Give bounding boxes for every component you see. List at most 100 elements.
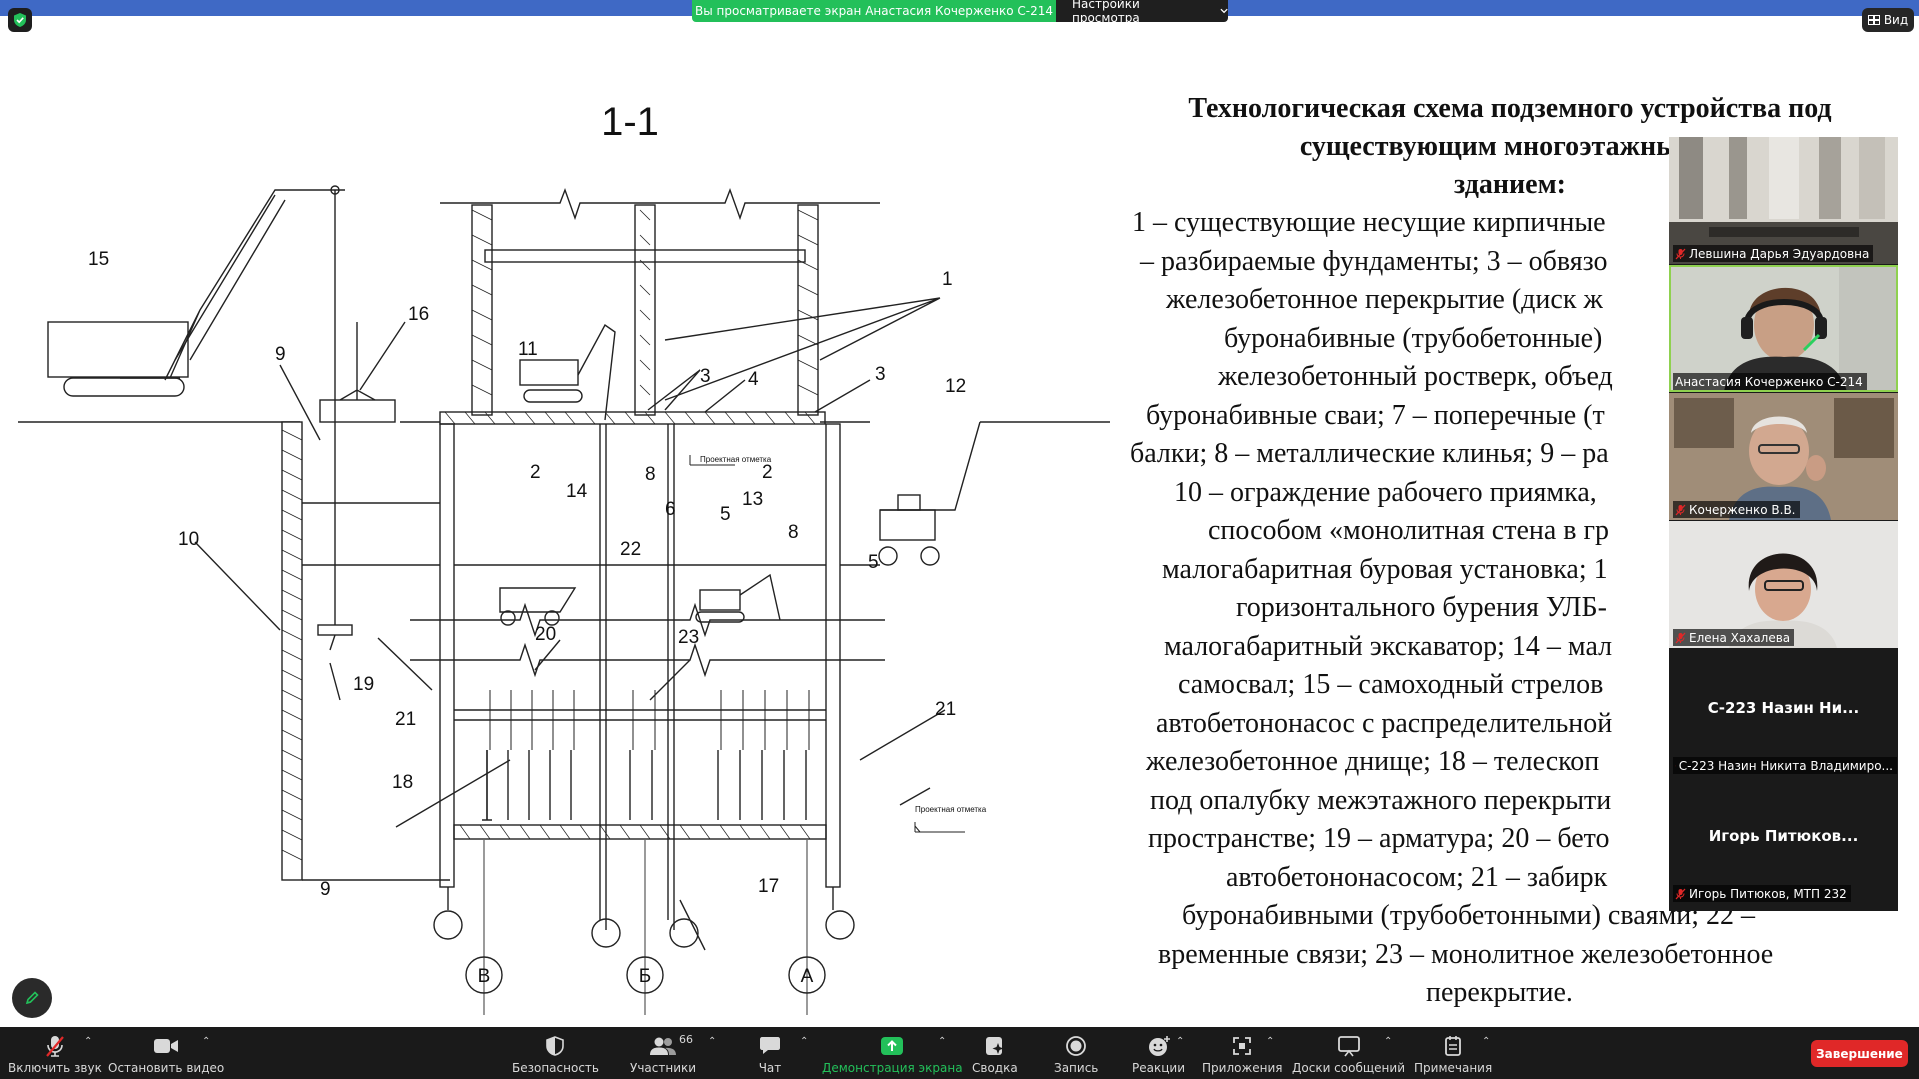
end-meeting-button[interactable]: Завершение (1811, 1040, 1908, 1067)
security-button[interactable]: Безопасность (512, 1027, 599, 1079)
participants-options-caret[interactable]: ⌃ (708, 1036, 717, 1047)
callout-20: 20 (535, 624, 556, 645)
slide-body-line: самосвал; 15 – самоходный стрелов (1178, 669, 1604, 700)
participant-name-tag: Елена Хахалева (1673, 629, 1795, 646)
mic-muted-icon (1675, 504, 1686, 515)
slide-body-line: буронабивными (трубобетонными) сваями; 2… (1182, 900, 1756, 931)
record-button[interactable]: Запись (1054, 1027, 1098, 1079)
participant-tile-active[interactable]: Анастасия Кочерженко С-214 (1669, 265, 1898, 392)
video-options-caret[interactable]: ⌃ (202, 1036, 211, 1047)
annotate-pen-button[interactable] (12, 978, 52, 1018)
whiteboards-label: Доски сообщений (1292, 1061, 1405, 1075)
callout-8: 8 (645, 464, 656, 485)
slide-body-line: временные связи; 23 – монолитное железоб… (1158, 938, 1774, 970)
callout-1: 1 (942, 269, 953, 290)
whiteboards-options-caret[interactable]: ⌃ (1384, 1036, 1393, 1047)
participant-tile[interactable]: С-223 Назин Ни... С-223 Назин Никита Вла… (1669, 649, 1898, 776)
axis-label-v: В (478, 966, 491, 987)
callout-14: 14 (566, 481, 588, 502)
share-options-caret[interactable]: ⌃ (938, 1036, 947, 1047)
notes-button[interactable]: Примечания (1414, 1027, 1492, 1079)
share-screen-label: Демонстрация экрана (822, 1061, 963, 1075)
apps-options-caret[interactable]: ⌃ (1266, 1036, 1275, 1047)
mic-muted-icon (1675, 632, 1686, 643)
callout-3b: 3 (875, 364, 886, 385)
callout-23: 23 (678, 627, 699, 648)
participant-tile[interactable]: Игорь Питюков... Игорь Питюков, МТП 232 (1669, 777, 1898, 904)
slide-body-line: железобетонное днище; 18 – телескоп (1146, 746, 1600, 777)
slide-body-line: пространстве; 19 – арматура; 20 – бето (1148, 823, 1610, 854)
callout-16: 16 (408, 304, 429, 325)
slide-body-line: малогабаритный экскаватор; 14 – мал (1164, 630, 1613, 662)
slide-body-line: балки; 8 – металлические клинья; 9 – ра (1130, 438, 1609, 469)
whiteboards-button[interactable]: Доски сообщений (1292, 1027, 1405, 1079)
participant-video (1669, 137, 1898, 264)
participants-button[interactable]: 66 Участники (630, 1027, 696, 1079)
slide-body-line: способом «монолитная стена в гр (1208, 515, 1609, 546)
summary-button[interactable]: Сводка (972, 1027, 1018, 1079)
unmute-button[interactable]: Включить звук (8, 1027, 102, 1079)
chat-options-caret[interactable]: ⌃ (800, 1036, 809, 1047)
participant-name-tag: Левшина Дарья Эдуардовна (1673, 245, 1874, 262)
grid-view-icon (1867, 15, 1880, 25)
participant-name-tag: Игорь Питюков, МТП 232 (1673, 885, 1851, 902)
unmute-label: Включить звук (8, 1061, 102, 1075)
apps-icon (1233, 1037, 1252, 1055)
viewing-screen-banner: Вы просматриваете экран Анастасия Кочерж… (692, 0, 1056, 22)
share-screen-button[interactable]: Демонстрация экрана (822, 1027, 963, 1079)
slide-body-line: 10 – ограждение рабочего приямка, (1174, 476, 1597, 508)
participants-count: 66 (679, 1033, 694, 1046)
participant-name-tag: Кочерженко В.В. (1673, 501, 1800, 518)
slide-title-line: Технологическая схема подземного устройс… (1188, 93, 1832, 124)
participant-tile[interactable]: Елена Хахалева (1669, 521, 1898, 648)
view-layout-button[interactable]: Вид (1862, 8, 1914, 32)
participant-tile[interactable]: Левшина Дарья Эдуардовна (1669, 137, 1898, 264)
callout-4: 4 (748, 369, 759, 390)
callout-13: 13 (742, 489, 763, 510)
record-icon (1066, 1036, 1087, 1056)
reactions-options-caret[interactable]: ⌃ (1176, 1036, 1185, 1047)
callout-2: 2 (530, 462, 541, 483)
audio-options-caret[interactable]: ⌃ (84, 1036, 93, 1047)
mic-muted-icon (1675, 888, 1686, 899)
slide-title-line: существующим многоэтажным к (1299, 131, 1721, 162)
view-options-button[interactable]: Настройки просмотра (1056, 0, 1228, 25)
section-label: 1-1 (601, 100, 659, 144)
slide-body-line: горизонтального бурения УЛБ- (1236, 592, 1607, 623)
whiteboard-icon (1337, 1036, 1360, 1057)
slide-body: 1 – существующие несущие кирпичные – раз… (1120, 204, 1900, 1013)
chat-button[interactable]: Чат (756, 1027, 784, 1079)
callout-6: 6 (665, 499, 676, 520)
slide-text-block: Технологическая схема подземного устройс… (1120, 90, 1900, 1013)
reactions-button[interactable]: Реакции (1132, 1027, 1185, 1079)
participant-name-tag: Анастасия Кочерженко С-214 (1673, 373, 1867, 390)
slide-body-line: 1 – существующие несущие кирпичные (1132, 207, 1606, 238)
callout-9b: 9 (320, 879, 331, 900)
encryption-shield-icon[interactable] (8, 8, 32, 32)
notes-icon (1445, 1036, 1461, 1056)
apps-button[interactable]: Приложения (1202, 1027, 1283, 1079)
callout-3: 3 (700, 366, 711, 387)
engineering-drawing: 1-1 1 2 2 3 3 4 5 5 6 8 8 9 9 10 11 12 1… (18, 100, 1110, 1015)
slide-body-line: буронабивные (трубобетонные) (1224, 322, 1603, 354)
design-mark-label-2: Проектная отметка (915, 805, 987, 814)
callout-21b: 21 (935, 699, 956, 720)
stop-video-button[interactable]: Остановить видео (108, 1027, 224, 1079)
participant-video (1669, 393, 1898, 520)
slide-body-line: буронабивные сваи; 7 – поперечные (т (1146, 399, 1605, 431)
video-camera-icon (154, 1039, 179, 1053)
participant-name-tag: С-223 Назин Никита Владимиро... (1673, 757, 1897, 774)
chat-label: Чат (758, 1061, 782, 1075)
mic-muted-icon (1675, 248, 1686, 259)
callout-18: 18 (392, 772, 413, 793)
emoji-reaction-icon (1148, 1036, 1170, 1056)
callout-17: 17 (758, 876, 779, 897)
chevron-down-icon (1220, 8, 1228, 14)
notes-options-caret[interactable]: ⌃ (1482, 1036, 1491, 1047)
participant-tile[interactable]: Кочерженко В.В. (1669, 393, 1898, 520)
participant-name: Кочерженко В.В. (1689, 502, 1796, 517)
security-label: Безопасность (512, 1061, 599, 1075)
slide-body-line: – разбираемые фундаменты; 3 – обвязо (1140, 245, 1608, 277)
people-icon (650, 1037, 677, 1055)
participant-name: Игорь Питюков, МТП 232 (1689, 886, 1847, 901)
